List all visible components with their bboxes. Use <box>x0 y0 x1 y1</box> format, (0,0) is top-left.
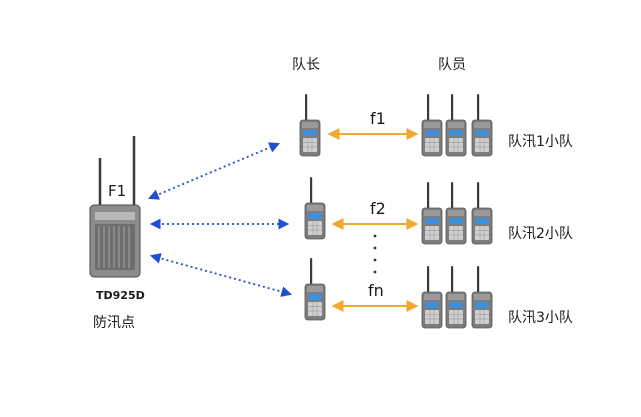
member-radio-team-2-b <box>445 181 467 245</box>
frequency-team-1: f1 <box>370 109 386 128</box>
base-station-channel: F1 <box>108 182 126 200</box>
link-base-team-3 <box>149 253 293 297</box>
leader-radio-team-1 <box>299 93 321 157</box>
member-radio-team-1-b <box>445 93 467 157</box>
base-station-device <box>89 136 141 278</box>
member-radio-team-3-b <box>445 265 467 329</box>
team-name-3: 队汛3小队 <box>508 310 573 326</box>
member-radio-team-1-c <box>471 93 493 157</box>
member-radio-team-1-a <box>421 93 443 157</box>
base-station-name: 防汛点 <box>93 315 135 331</box>
team-name-1: 队汛1小队 <box>508 134 573 150</box>
member-radio-team-2-a <box>421 181 443 245</box>
member-radio-team-3-c <box>471 265 493 329</box>
vertical-ellipsis <box>373 234 377 274</box>
team-name-2: 队汛2小队 <box>508 226 573 242</box>
members-header: 队员 <box>438 57 466 73</box>
link-base-team-1 <box>148 142 280 200</box>
frequency-team-2: f2 <box>370 199 386 218</box>
member-radio-team-3-a <box>421 265 443 329</box>
base-station-model: TD925D <box>96 289 145 302</box>
leader-radio-team-3 <box>304 257 326 321</box>
member-radio-team-2-c <box>471 181 493 245</box>
leader-header: 队长 <box>292 57 320 73</box>
leader-radio-team-2 <box>304 176 326 240</box>
frequency-team-3: fn <box>368 281 384 300</box>
